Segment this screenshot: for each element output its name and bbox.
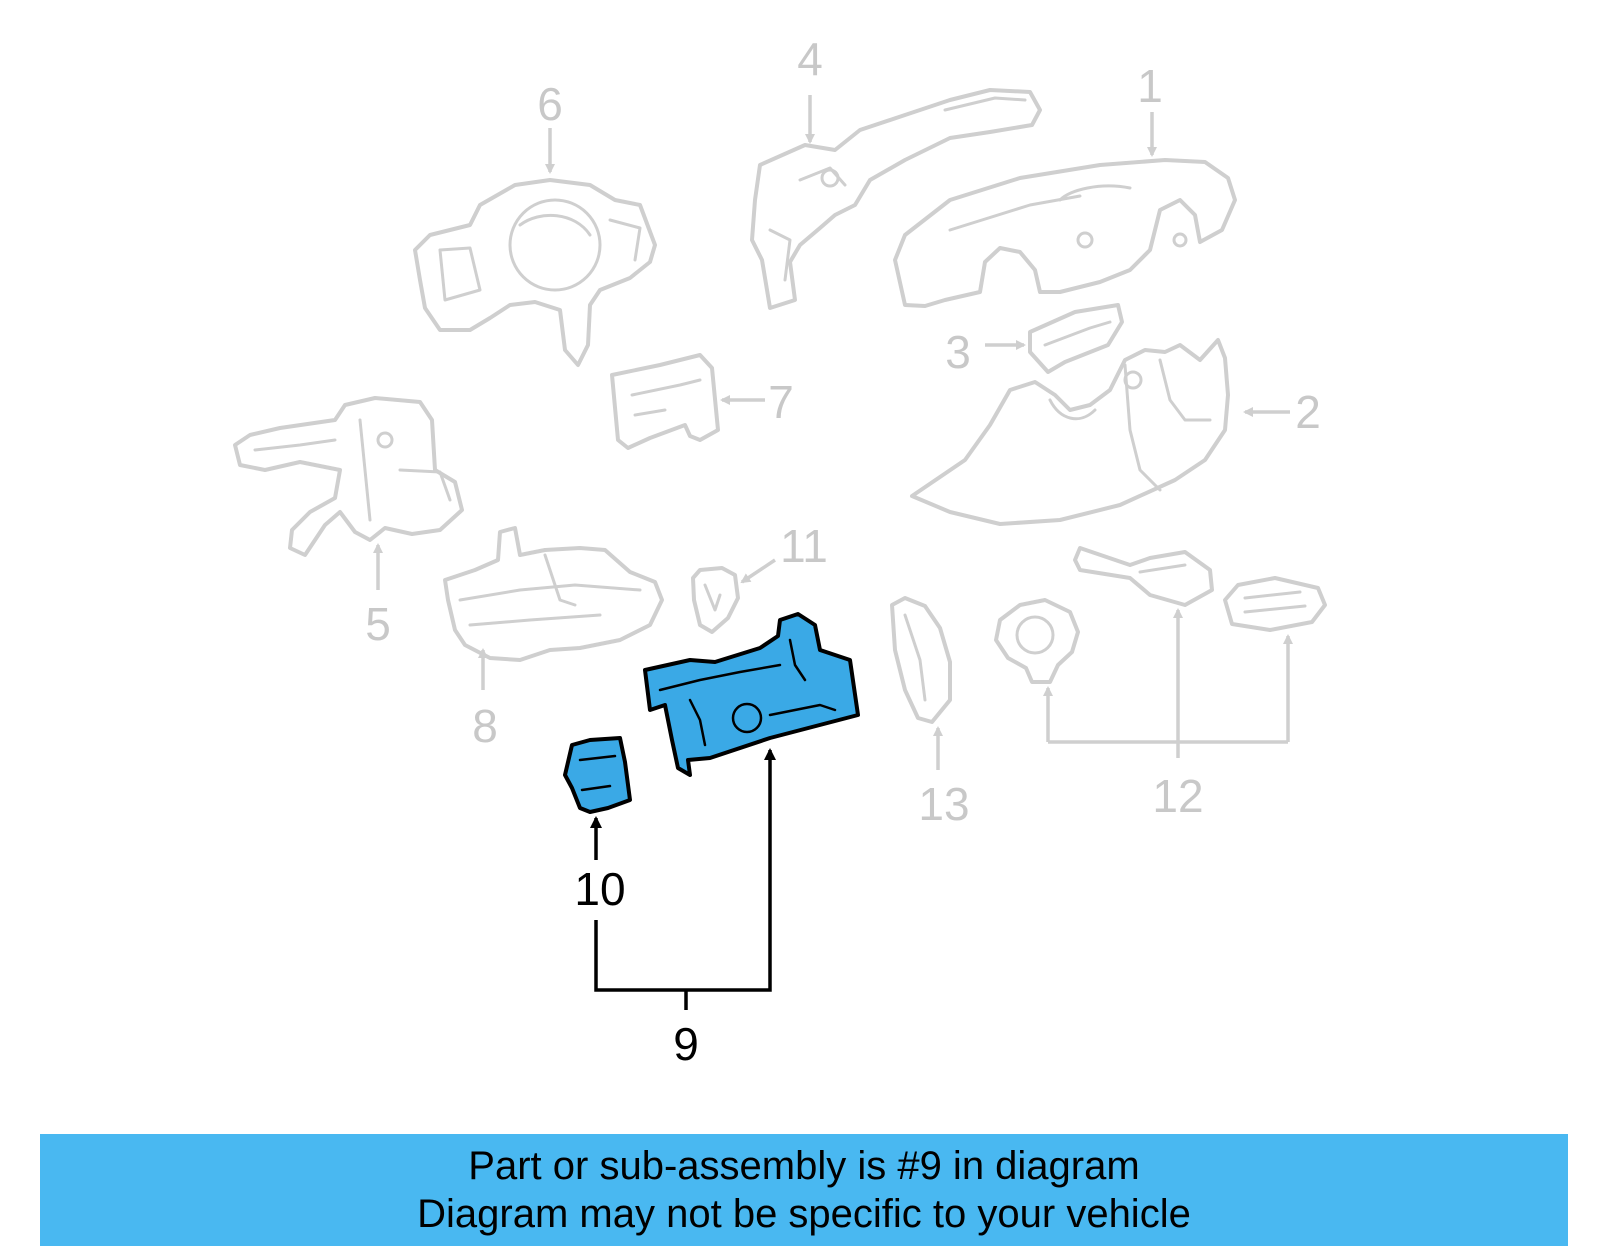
info-banner-line-1: Part or sub-assembly is #9 in diagram [468,1144,1140,1188]
info-banner: Part or sub-assembly is #9 in diagram Di… [40,1134,1568,1246]
part-13-panel [890,596,952,724]
part-7-module [610,353,720,450]
callout-12: 12 [1152,770,1203,822]
callout-9: 9 [673,1018,699,1070]
callout-2: 2 [1295,386,1321,438]
callout-7: 7 [768,376,794,428]
callout-6: 6 [537,78,563,130]
callout-13: 13 [918,778,969,830]
part-3-clip [1028,303,1124,374]
part-1-upper-column-cover [893,158,1237,308]
part-6-clock-spring [413,178,657,367]
part-8-housing [443,526,664,662]
callout-5: 5 [365,598,391,650]
callout-11: 11 [780,520,828,572]
callout-4: 4 [797,33,823,85]
part-11-connector [691,566,740,634]
part-2-lower-column-cover [910,338,1230,526]
info-banner-line-2: Diagram may not be specific to your vehi… [417,1192,1191,1236]
part-5-turn-signal-switch [233,396,464,557]
callout-8: 8 [472,700,498,752]
callout-1: 1 [1137,60,1163,112]
part-4-wiper-switch [750,88,1042,310]
callout-10: 10 [574,863,625,915]
part-9-highlighted-assembly [643,612,860,777]
part-12-lock-set [994,546,1327,684]
callout-3: 3 [945,326,971,378]
part-10-highlighted-module [563,736,632,814]
